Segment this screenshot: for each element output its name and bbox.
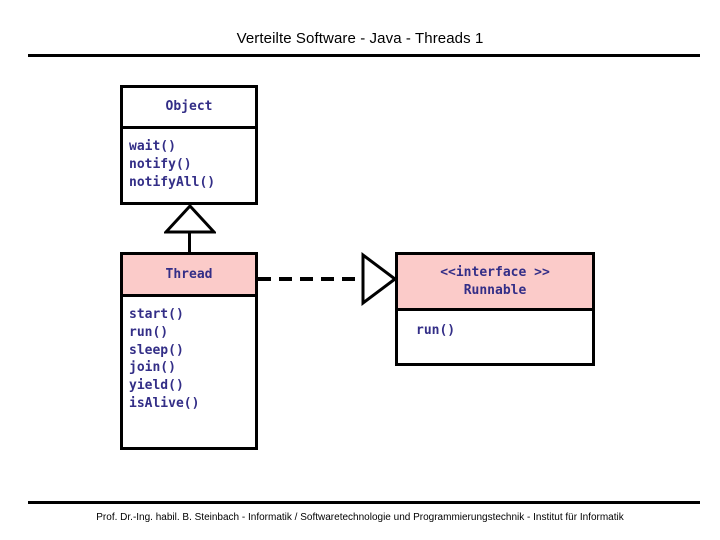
method-item: wait() (129, 139, 176, 154)
uml-class-thread-divider (123, 294, 255, 297)
realization-line (258, 277, 366, 281)
realization-arrowhead-icon (361, 252, 398, 306)
uml-class-thread-name: Thread (165, 266, 213, 282)
uml-class-object[interactable]: Object wait() notify() notifyAll() (120, 85, 258, 205)
uml-interface-runnable-divider (398, 308, 592, 311)
generalization-arrowhead-icon (162, 203, 218, 234)
page-title: Verteilte Software - Java - Threads 1 (236, 30, 484, 47)
uml-class-thread[interactable]: Thread start() run() sleep() join() yiel… (120, 252, 258, 450)
uml-class-object-name: Object (165, 99, 213, 115)
method-item: start() (129, 307, 184, 322)
footer-credit: Prof. Dr.-Ing. habil. B. Steinbach - Inf… (96, 512, 624, 523)
uml-class-thread-header: Thread (123, 255, 255, 294)
method-item: yield() (129, 378, 184, 394)
method-item: notify() (129, 156, 192, 172)
uml-interface-runnable-name: Runnable (463, 282, 527, 298)
uml-class-object-methods: wait() notify() notifyAll() (123, 129, 255, 192)
method-item: sleep() (129, 342, 184, 358)
uml-interface-runnable-methods: run() (398, 311, 592, 340)
method-item: notifyAll() (129, 174, 216, 190)
uml-interface-stereotype: <<interface >> (440, 264, 550, 280)
method-item: run() (416, 323, 456, 338)
uml-interface-runnable-header: <<interface >> Runnable (398, 255, 592, 308)
method-item: isAlive() (129, 395, 200, 411)
uml-class-thread-methods: start() run() sleep() join() yield() isA… (123, 297, 255, 413)
generalization-line (188, 231, 191, 253)
method-item: run() (129, 324, 169, 340)
uml-interface-runnable[interactable]: <<interface >> Runnable run() (395, 252, 595, 366)
uml-class-object-header: Object (123, 88, 255, 126)
footer-divider (28, 501, 700, 504)
uml-class-object-divider (123, 126, 255, 129)
method-item: join() (129, 360, 176, 376)
header-divider (28, 54, 700, 57)
